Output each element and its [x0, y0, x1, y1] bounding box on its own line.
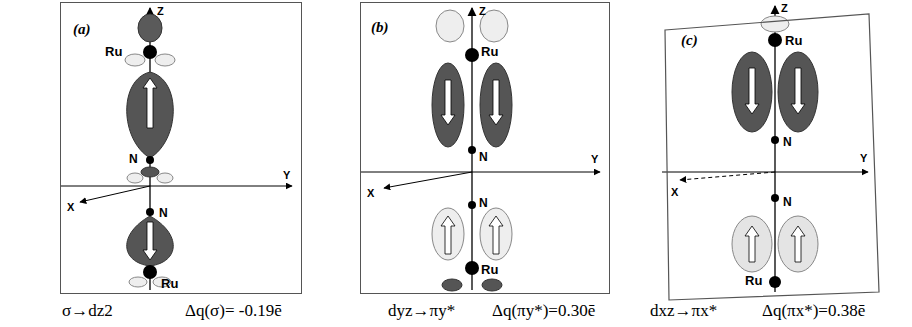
orbital-lobe	[480, 63, 512, 147]
orbital-lobe	[732, 52, 772, 132]
atom-dot	[468, 201, 476, 209]
orbital-lobe	[778, 52, 818, 132]
axis-line	[60, 186, 292, 187]
orbital-lobe	[138, 14, 162, 42]
atom-label: Ru	[161, 277, 178, 291]
axis-line	[80, 186, 150, 202]
axis-label: Z	[479, 5, 486, 17]
panel-outline	[665, 14, 879, 300]
orbital-panel: (c)ZRuNYXNRu	[655, 0, 885, 302]
axis-label: Z	[157, 5, 164, 17]
atom-dot	[143, 265, 157, 279]
axis-label: Y	[591, 153, 598, 165]
orbital-lobe	[732, 216, 772, 272]
orbital-panel: (a)ZRuNYXNRu	[60, 2, 302, 294]
panel-c-art	[662, 6, 868, 292]
orbital-lobe	[432, 63, 464, 147]
panel-b-art	[360, 8, 600, 291]
panel-tag: (a)	[73, 21, 91, 38]
atom-dot	[146, 156, 154, 164]
atom-label: Ru	[481, 263, 498, 277]
caption-text: dxz→πx*	[650, 302, 717, 321]
atom-label: N	[479, 197, 488, 210]
charge-arrow	[745, 226, 759, 262]
atom-dot	[465, 48, 479, 62]
orbital-lobe	[761, 16, 789, 32]
panel-tag: (c)	[681, 32, 698, 49]
charge-arrow	[489, 80, 503, 125]
orbital-lobe	[778, 216, 818, 272]
charge-arrow	[143, 78, 157, 128]
charge-arrow	[489, 216, 503, 254]
atom-label: N	[159, 207, 168, 220]
atom-dot	[769, 276, 781, 288]
orbital-lobe	[155, 54, 175, 66]
orbital-lobe	[141, 167, 159, 177]
axis-label: X	[67, 201, 74, 213]
caption-text: dyz→πy*	[388, 302, 455, 321]
atom-label: Ru	[745, 274, 762, 288]
orbital-lobe	[157, 173, 173, 183]
charge-arrow	[745, 68, 759, 114]
atom-label: N	[783, 136, 792, 149]
atom-label: Ru	[481, 45, 498, 59]
axis-label: Y	[860, 152, 867, 164]
caption-text: σ→dz2	[62, 302, 113, 321]
orbital-lobe	[432, 208, 464, 260]
charge-arrow	[791, 226, 805, 262]
axis-line	[384, 172, 472, 188]
caption-text: Δq(πy*)=0.30ē	[492, 302, 595, 321]
panel-tag: (b)	[371, 19, 389, 36]
axis-line	[360, 172, 600, 173]
axis-label: X	[671, 186, 678, 198]
charge-arrow	[441, 216, 455, 254]
axis-line	[774, 6, 775, 292]
atom-dot	[768, 33, 782, 47]
orbital-lobe	[127, 173, 143, 183]
axis-line	[680, 172, 775, 180]
caption-text: Δq(πx*)=0.38ē	[762, 302, 865, 321]
caption-text: Δq(σ)= -0.19ē	[185, 302, 282, 321]
atom-dot	[468, 146, 476, 154]
charge-arrow	[441, 80, 455, 125]
atom-dot	[146, 208, 154, 216]
orbital-lobe	[482, 279, 502, 291]
atom-label: N	[129, 153, 138, 166]
orbital-panel: (b)ZRuNYXNRu	[360, 2, 610, 294]
orbital-lobe	[442, 279, 462, 291]
panel-a-art	[60, 8, 292, 290]
orbital-lobe	[129, 277, 147, 287]
axis-label: Z	[781, 2, 788, 14]
atom-label: N	[783, 196, 792, 209]
atom-dot	[465, 261, 479, 275]
atom-dot	[771, 136, 779, 144]
atom-label: N	[479, 151, 488, 164]
orbital-lobe	[127, 216, 174, 266]
axis-label: Y	[283, 169, 290, 181]
orbital-lobe	[125, 54, 145, 66]
axis-label: X	[367, 187, 374, 199]
charge-arrow	[143, 222, 157, 260]
atom-label: Ru	[785, 34, 802, 48]
orbital-lobe	[127, 72, 174, 158]
atom-dot	[143, 45, 157, 59]
atom-dot	[771, 194, 779, 202]
orbital-lobe	[436, 10, 464, 42]
atom-label: Ru	[105, 45, 122, 59]
orbital-lobe	[480, 208, 512, 260]
charge-arrow	[791, 68, 805, 114]
